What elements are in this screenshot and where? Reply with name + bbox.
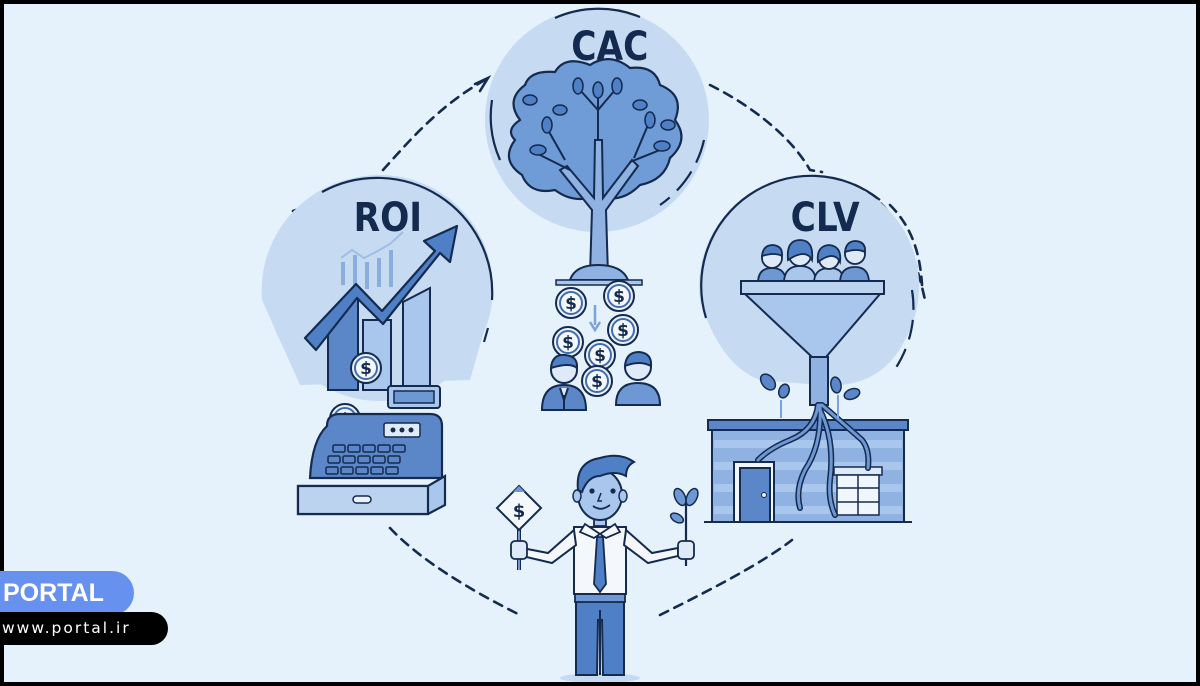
arrow-cac-to-clv [708,83,824,174]
portal-url-badge[interactable]: www.portal.ir [0,612,168,645]
cac-label: CAC [571,24,649,70]
roi-section [261,175,494,516]
clv-label: CLV [790,195,860,241]
illustration-canvas: $ [4,4,1196,682]
businessman-figure: $ [495,454,699,682]
cac-section [485,7,709,411]
arc-bottom-left [388,526,522,617]
clv-section [699,174,920,523]
roi-label: ROI [353,195,423,241]
arc-bottom-right [658,538,794,617]
portal-brand-badge: PORTAL [0,571,134,615]
metrics-cycle-illustration: $ [261,7,927,682]
svg-text:$: $ [513,501,526,522]
arrow-roi-to-cac [381,78,487,172]
